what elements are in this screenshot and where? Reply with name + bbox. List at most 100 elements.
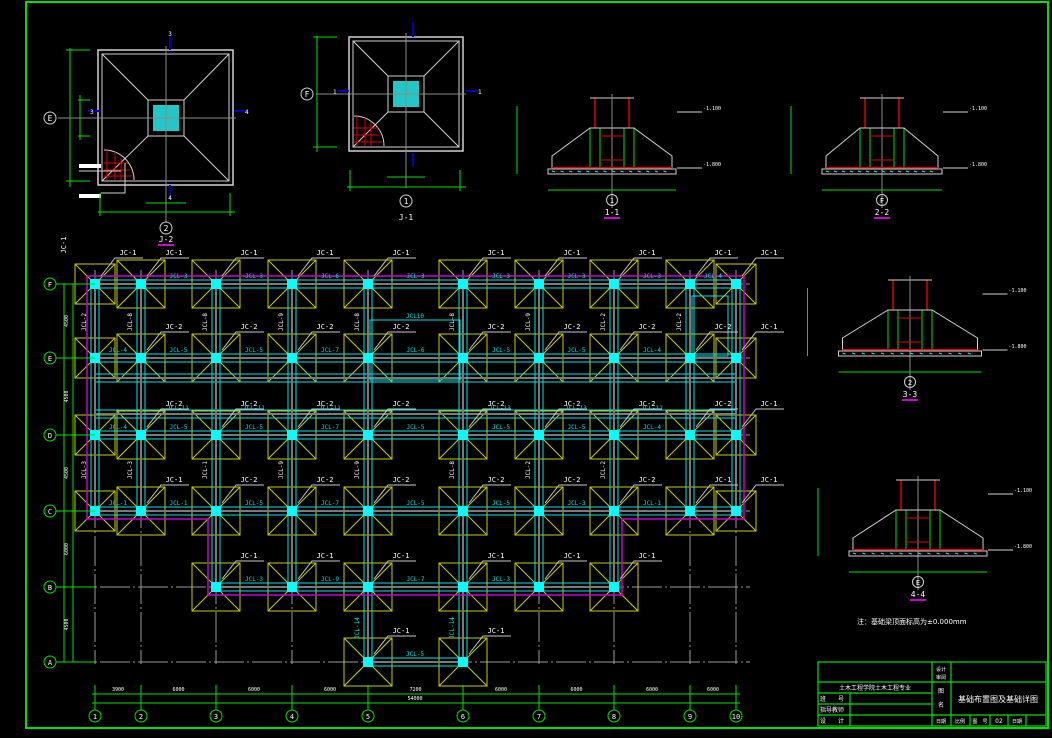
foundation-beam [287,284,297,511]
leader-line [100,257,143,277]
foundation-beam [95,409,736,419]
beam-label: JCL-4 [643,347,661,354]
drawing-border [25,1,1049,729]
axis-label: 3 [214,713,218,721]
leader-line [468,484,511,504]
footing-plan-detail-j2: E 2 J-2 3 3 4 4 [43,31,249,246]
footing-label: JC-1 [241,249,258,257]
beam-label: JCL-1 [109,500,127,507]
section-title: 1-1 [605,208,620,217]
axis-label: 2 [908,379,912,387]
column [136,353,146,363]
footing-label: JC-1 [488,552,505,560]
axis-label: 2 [139,713,143,721]
beam-label: JCL-7 [321,347,339,354]
axis-label: 7 [537,713,541,721]
axis-label: 1 [610,197,614,205]
column [136,430,146,440]
beam-label: JCL-2 [81,313,88,331]
leader-line [695,331,738,351]
axis-bubble-4 [285,709,299,723]
beam-label: JCL-9 [354,461,361,479]
footing-label: JC-2 [166,323,183,331]
column [534,430,544,440]
foundation-beam [287,511,297,587]
column [685,430,695,440]
leader-line [297,408,340,428]
foundation-beam [609,284,619,511]
designer-label: 设 计 [820,717,844,725]
footing-label: JC-1 [715,476,732,484]
beam-label: JCL-4 [704,273,722,280]
column [458,657,468,667]
beam-label: JCL-5 [492,500,510,507]
axis-bubble [606,194,618,206]
column [458,430,468,440]
footing-label: JC-2 [393,476,410,484]
review-label: 审阅 [936,674,946,681]
sheet-label: 图 号 [972,719,987,725]
footing-label: JC-2 [241,400,258,408]
leader-line [221,408,264,428]
footing-label: JC-2 [488,400,505,408]
axis-label: E [48,114,53,123]
footing-label: JC-2 [393,323,410,331]
foundation-beam [95,353,736,363]
column [363,353,373,363]
column [136,279,146,289]
leader-line [468,257,511,277]
dimension-text: 6000 [707,687,719,693]
beam-label: JCL-3 [492,576,510,583]
dimension-text: 6000 [495,687,507,693]
axis-bubble-2 [159,221,173,235]
leader-line [373,257,416,277]
footing-label: JC-2 [715,323,732,331]
leader-line [695,484,738,504]
beam-label: JCL-5 [245,500,263,507]
foundation-beam [363,511,373,587]
beam-label: JCL-1 [202,461,209,479]
beam-label: JCL-3 [643,273,661,280]
beam-label: JCL-3 [169,273,187,280]
column [287,279,297,289]
class-label: 班 号 [820,695,844,703]
leader-line [468,408,511,428]
column [458,506,468,516]
column [609,582,619,592]
axis-label: B [48,584,52,592]
beam-label: JCL-4 [109,347,127,354]
dimension-text: 6000 [570,687,582,693]
level-label: -1.800 [1008,344,1026,350]
dimension-text: 6000 [64,543,70,555]
beam-label: JCL-3 [81,461,88,479]
axis-label: 8 [612,713,616,721]
beam-label: JCL-4 [643,424,661,431]
column [211,506,221,516]
column [211,279,221,289]
foundation-beam [368,657,463,667]
level-label: -1.800 [703,162,721,168]
footing-label: JC-1 [639,552,656,560]
beam-label: JCL-9 [278,461,285,479]
leader-line [297,331,340,351]
foundation-beam [95,430,736,440]
beam-label: JCL-5 [406,424,424,431]
leader-line [373,560,416,580]
beam-label: JCL-13 [489,405,511,412]
foundation-beam [90,284,100,511]
leader-line [619,257,662,277]
footing-label: JC-1 [120,249,137,257]
axis-bubble-2 [134,709,148,723]
date-label: 日期 [1012,719,1022,725]
section-mark: 3 [168,31,172,38]
leader-line [221,560,264,580]
leader-line [221,257,264,277]
section-mark: 4 [245,109,249,116]
beam-label: JCL-9 [321,576,339,583]
bedding [821,168,943,175]
title-block [817,661,1047,727]
column [287,430,297,440]
axis-label: F [880,197,884,205]
footing-label: JC-1 [60,237,68,254]
dimension-text: 7200 [409,687,421,693]
